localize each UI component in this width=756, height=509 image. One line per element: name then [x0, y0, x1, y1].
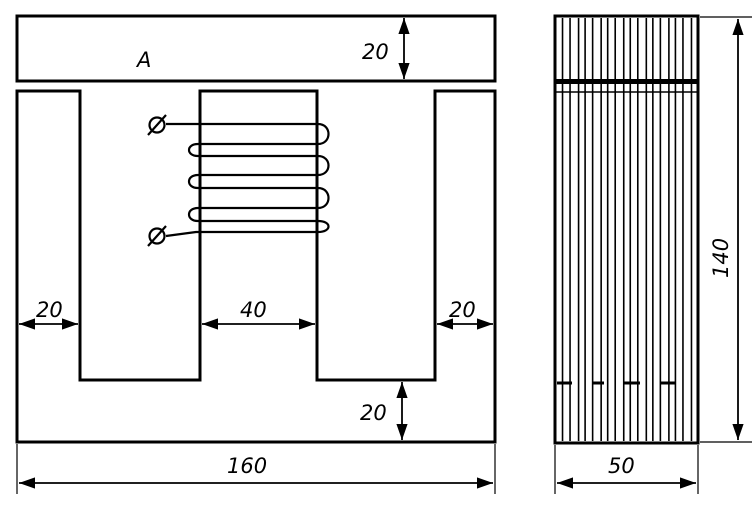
stack-height-label: 140 — [709, 238, 733, 278]
bottom-height-label: 20 — [360, 401, 387, 425]
total-width-label: 160 — [227, 454, 267, 478]
terminal-circle-icon — [147, 225, 167, 247]
left-leg-label: 20 — [36, 298, 63, 322]
stack-depth-label: 50 — [608, 454, 635, 478]
lamination-stack — [553, 14, 700, 445]
terminal-circle-icon — [147, 114, 167, 136]
right-leg-label: 20 — [449, 298, 476, 322]
coil-winding — [165, 122, 330, 238]
center-leg-label: 40 — [240, 298, 267, 322]
yoke-label: A — [135, 48, 151, 72]
yoke-height-label: 20 — [362, 40, 389, 64]
yoke-a — [15, 14, 497, 83]
e-core-body — [15, 89, 497, 444]
